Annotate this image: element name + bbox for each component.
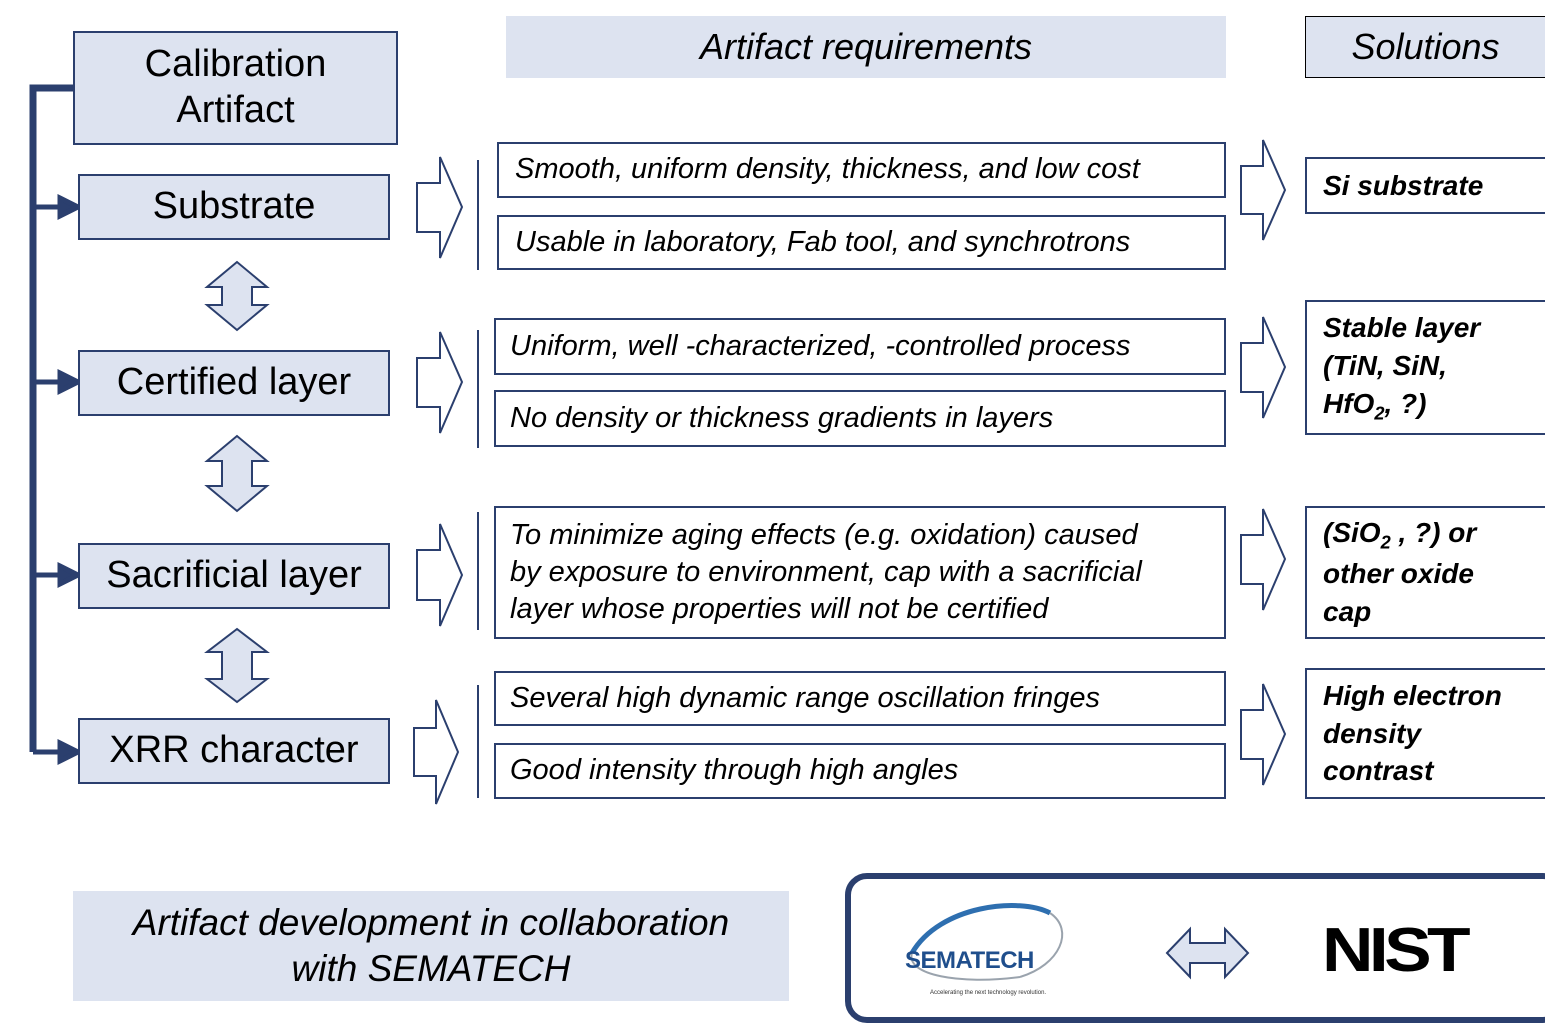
right-arrow-icon — [416, 156, 464, 259]
requirement-box: Several high dynamic range oscillation f… — [494, 671, 1226, 726]
solution-box: (SiO2 , ?) or other oxide cap — [1305, 506, 1545, 639]
requirement-text: No density or thickness gradients in lay… — [510, 401, 1054, 434]
requirement-box: Usable in laboratory, Fab tool, and sync… — [497, 215, 1226, 270]
solutions-header: Solutions — [1305, 16, 1545, 78]
requirements-header-label: Artifact requirements — [699, 26, 1033, 67]
connector-tree — [29, 84, 1287, 805]
sacrificial-layer-label: Sacrificial layer — [106, 554, 362, 597]
right-arrow-icon — [1240, 139, 1287, 241]
solutions-header-label: Solutions — [1351, 26, 1500, 67]
right-arrow-icon — [413, 699, 460, 805]
substrate-label: Substrate — [152, 185, 316, 228]
calibration-artifact-box: Calibration Artifact — [73, 31, 398, 145]
solution-text: other oxide — [1323, 558, 1474, 590]
solution-box: High electron density contrast — [1305, 668, 1545, 799]
requirement-text: Several high dynamic range oscillation f… — [510, 681, 1100, 714]
sacrificial-layer-box: Sacrificial layer — [78, 543, 390, 609]
requirement-text: Smooth, uniform density, thickness, and … — [515, 153, 1140, 186]
right-arrow-icon — [1240, 508, 1287, 611]
solution-text: High electron — [1323, 679, 1502, 711]
solution-text: Stable layer — [1323, 312, 1481, 344]
right-arrow-icon — [1240, 683, 1287, 786]
requirement-text: Good intensity through high angles — [510, 754, 959, 787]
requirement-text: To minimize aging effects (e.g. oxidatio… — [510, 518, 1138, 551]
horizontal-double-arrow-icon — [1165, 926, 1250, 980]
sematech-tagline: Accelerating the next technology revolut… — [930, 990, 1047, 996]
calibration-line1: Calibration — [144, 43, 327, 86]
solution-text: Si substrate — [1323, 169, 1484, 201]
solution-text: contrast — [1323, 755, 1434, 787]
requirement-box: Good intensity through high angles — [494, 743, 1226, 799]
right-arrow-icon — [416, 331, 464, 434]
sematech-wordmark: SEMATECH — [905, 947, 1034, 974]
solution-box: Si substrate — [1305, 157, 1545, 214]
solution-text: (TiN, SiN, — [1323, 349, 1447, 381]
right-arrow-icon — [1240, 316, 1287, 419]
solution-text: density — [1323, 717, 1422, 749]
xrr-character-box: XRR character — [78, 718, 390, 784]
double-arrow-icon — [204, 260, 270, 332]
collaboration-line2: with SEMATECH — [291, 948, 571, 989]
requirements-header: Artifact requirements — [506, 16, 1226, 78]
requirement-box: To minimize aging effects (e.g. oxidatio… — [494, 506, 1226, 639]
certified-layer-label: Certified layer — [116, 361, 352, 404]
double-arrow-icon — [204, 627, 270, 704]
collaboration-line1: Artifact development in collaboration — [132, 901, 730, 943]
requirement-box: Smooth, uniform density, thickness, and … — [497, 142, 1226, 198]
solution-text: cap — [1323, 596, 1372, 628]
requirement-text: Usable in laboratory, Fab tool, and sync… — [515, 225, 1131, 258]
sematech-logo — [909, 903, 1064, 981]
double-arrow-icon — [204, 434, 270, 513]
collaboration-note: Artifact development in collaboration wi… — [73, 891, 789, 1001]
xrr-character-label: XRR character — [109, 729, 359, 772]
solution-text: HfO2, ?) — [1323, 387, 1427, 424]
requirement-text: by exposure to environment, cap with a s… — [510, 555, 1142, 588]
right-arrow-icon — [416, 523, 464, 627]
substrate-box: Substrate — [78, 174, 390, 240]
requirement-text: Uniform, well -characterized, -controlle… — [510, 329, 1131, 362]
solution-box: Stable layer (TiN, SiN, HfO2, ?) — [1305, 300, 1545, 435]
requirement-box: Uniform, well -characterized, -controlle… — [494, 318, 1226, 375]
nist-logo: NIST — [1322, 916, 1471, 985]
certified-layer-box: Certified layer — [78, 350, 390, 416]
calibration-line2: Artifact — [176, 89, 295, 131]
requirement-text: layer whose properties will not be certi… — [510, 593, 1049, 626]
requirement-box: No density or thickness gradients in lay… — [494, 390, 1226, 447]
solution-text: (SiO2 , ?) or — [1323, 517, 1477, 553]
